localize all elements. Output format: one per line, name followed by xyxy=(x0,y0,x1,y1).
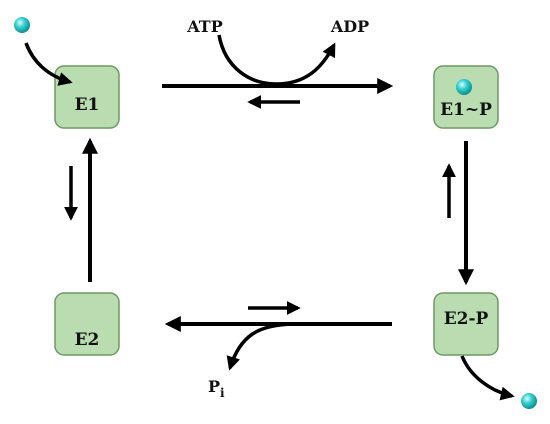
adp-label: ADP xyxy=(330,17,369,36)
state-box-e1p xyxy=(433,65,499,129)
ion-incoming xyxy=(14,17,30,33)
ion-release-arrow xyxy=(460,355,515,401)
state-box-e2p xyxy=(433,292,499,356)
state-label-e2p: E2-P xyxy=(444,309,489,329)
ion-released xyxy=(521,393,537,409)
state-box-e2 xyxy=(54,292,120,356)
state-label-e1p: E1~P xyxy=(440,100,492,120)
state-label-e1: E1 xyxy=(75,95,100,115)
pi-release-arrow xyxy=(226,322,297,371)
pi-label-subscript: i xyxy=(220,386,225,400)
state-label-e2: E2 xyxy=(75,330,100,350)
pi-label-main: P xyxy=(208,377,220,396)
ion-bound xyxy=(456,79,472,95)
ion-entry-arrow xyxy=(24,42,73,86)
atp-to-adp-arrow xyxy=(217,34,336,86)
atp-label: ATP xyxy=(186,17,222,36)
pi-label: Pi xyxy=(208,377,225,400)
